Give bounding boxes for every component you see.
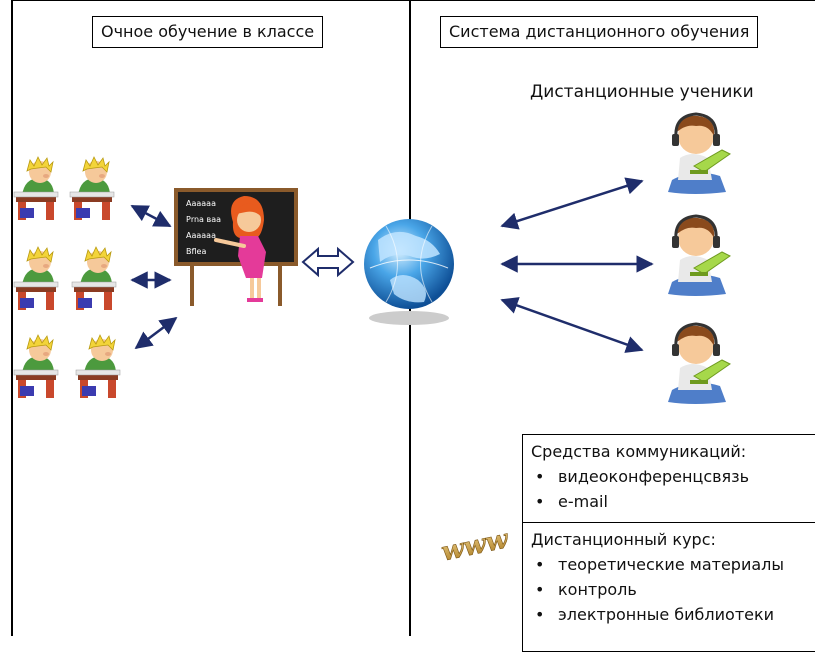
classroom-student-icon (75, 334, 121, 399)
distance-course-list: теоретические материалы контроль электро… (531, 552, 815, 627)
globe-student-arrow (500, 177, 644, 230)
top-border (11, 0, 815, 1)
remote-student-icon (666, 322, 732, 406)
classroom-student-icon (13, 156, 59, 221)
board-text: Аааааа (186, 231, 216, 240)
classroom-student-icon (13, 246, 59, 311)
student-board-arrow (130, 204, 172, 228)
list-item: e-mail (531, 489, 815, 514)
board-text: Аааааа (186, 199, 216, 208)
globe-icon (364, 219, 454, 325)
list-item: электронные библиотеки (531, 602, 815, 627)
communication-tools-box: Средства коммуникаций: видеоконференцсвя… (522, 434, 815, 524)
classroom-header: Очное обучение в классе (92, 16, 324, 48)
distance-course-box: Дистанционный курс: теоретические матери… (522, 522, 815, 652)
communication-tools-title: Средства коммуникаций: (531, 442, 747, 461)
board-text: Вflеа (186, 247, 206, 256)
list-item: видеоконференцсвязь (531, 464, 815, 489)
classroom-student-icon (69, 156, 115, 221)
www-logo-icon: www (439, 524, 512, 568)
globe-student-arrow (500, 297, 644, 353)
distance-system-header: Система дистанционного обучения (440, 16, 759, 48)
student-board-arrow (134, 316, 178, 350)
teacher-icon (214, 196, 266, 302)
classroom-student-icon (13, 334, 59, 399)
list-item: контроль (531, 577, 815, 602)
remote-students-caption: Дистанционные ученики (530, 82, 754, 102)
board-text: Рrnа ваа (186, 215, 221, 224)
remote-student-icon (666, 214, 732, 298)
classroom-globe-double-arrow (301, 246, 355, 278)
communication-tools-list: видеоконференцсвязь e-mail (531, 464, 815, 514)
left-border (11, 0, 13, 636)
diagram-art: Аааааа Рrnа ваа Аааааа Вflеа www (13, 112, 732, 568)
distance-course-title: Дистанционный курс: (531, 530, 716, 549)
list-item: теоретические материалы (531, 552, 815, 577)
classroom-student-icon (71, 246, 117, 311)
remote-student-icon (666, 112, 732, 196)
